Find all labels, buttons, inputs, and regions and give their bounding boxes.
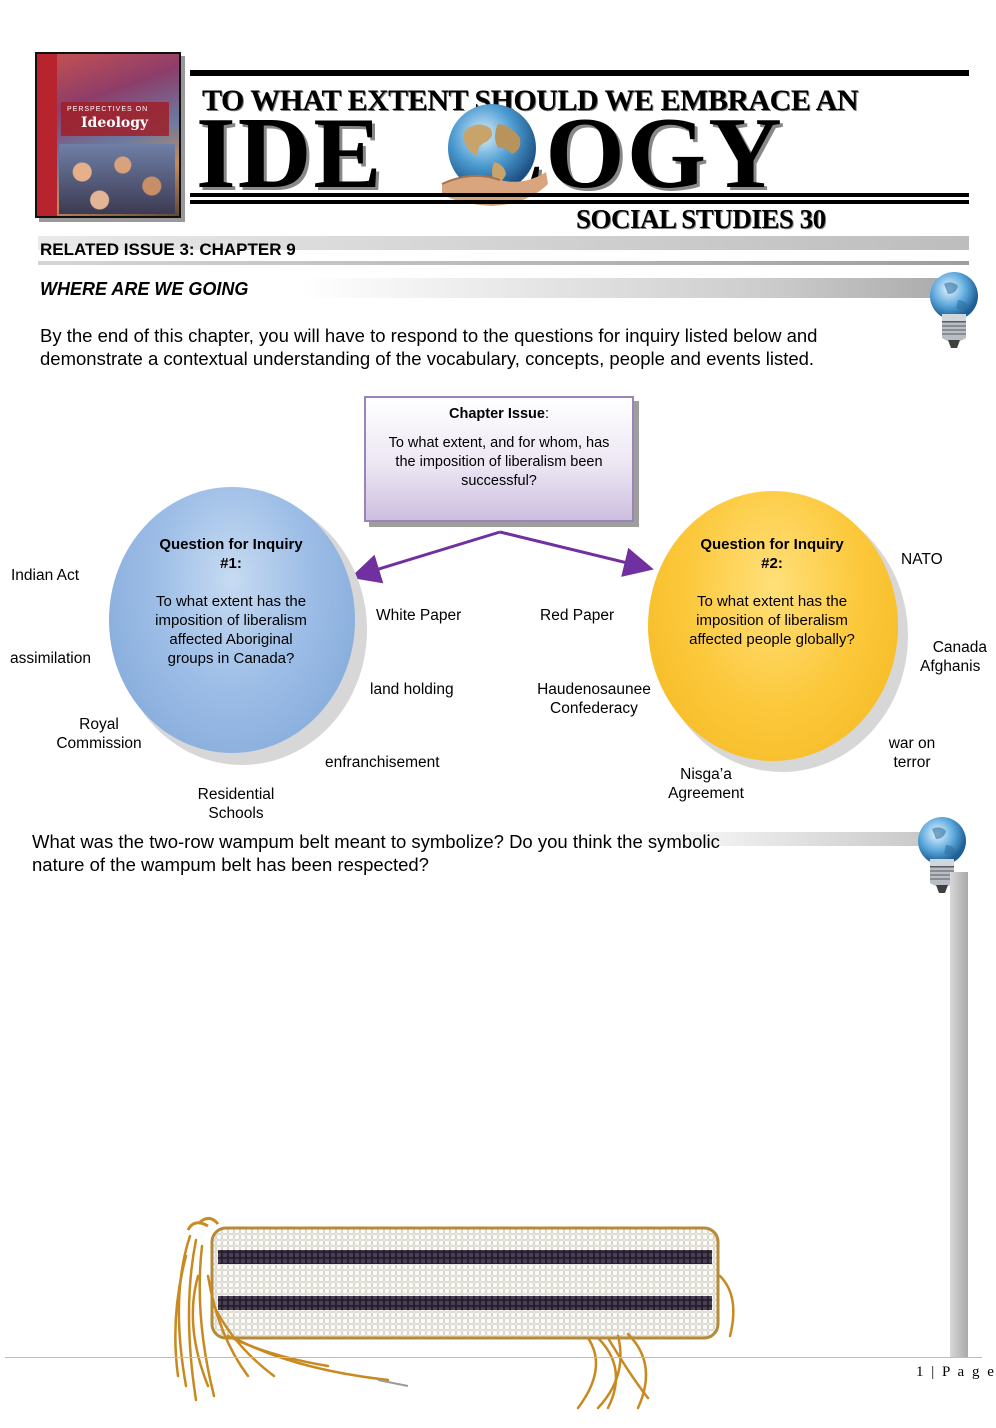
term-nato: NATO: [901, 551, 943, 568]
term-nisgaa-line-2: Agreement: [668, 785, 744, 802]
course-title: SOCIAL STUDIES 30: [576, 204, 826, 234]
chapter-issue-colon: :: [544, 406, 549, 422]
term-canada-afghanistan: Canada Afghanis: [920, 638, 987, 676]
arrow-to-inquiry-1: [350, 530, 501, 584]
term-residential-schools-line-2: Schools: [208, 805, 264, 822]
where-are-we-going-heading: WHERE ARE WE GOING: [40, 279, 249, 299]
cover-title-block: PERSPECTIVES ON Ideology: [61, 102, 169, 136]
term-royal-commission-line-1: Royal: [79, 716, 119, 733]
wampum-question: What was the two-row wampum belt meant t…: [32, 831, 720, 875]
arrow-to-inquiry-2: [499, 530, 654, 577]
term-war-line-1: war on: [888, 735, 936, 752]
chapter-issue-text: To what extent, and for whom, has the im…: [388, 435, 610, 489]
header-rule-top: [190, 70, 969, 76]
term-war-line-2: terror: [893, 754, 931, 771]
term-royal-commission-line-2: Commission: [56, 735, 142, 752]
term-indian-act: Indian Act: [11, 567, 80, 584]
term-land-holding: land holding: [370, 681, 454, 698]
cover-spine: [37, 54, 57, 216]
section-bar: [38, 236, 969, 250]
term-war-on-terror: war on terror: [880, 734, 944, 772]
globe-in-hands-icon: [441, 104, 548, 206]
term-assimilation: assimilation: [10, 650, 91, 667]
header-rule-bottom-2: [190, 200, 969, 204]
inquiry-2-circle: [648, 491, 898, 761]
chapter-issue-label: Chapter Issue: [449, 406, 545, 422]
section-bar-underline: [38, 261, 969, 265]
header-question-line: TO WHAT EXTENT SHOULD WE EMBRACE AN: [202, 84, 859, 117]
chapter-issue-title: Chapter Issue:: [366, 405, 632, 424]
inquiry-2-heading: Question for Inquiry #2:: [700, 536, 844, 572]
term-canada-line-1: Canada: [932, 639, 987, 656]
intro-paragraph: By the end of this chapter, you will hav…: [40, 325, 818, 369]
related-issue-heading: RELATED ISSUE 3: CHAPTER 9: [40, 240, 296, 259]
term-white-paper: White Paper: [376, 607, 462, 624]
term-royal-commission: Royal Commission: [50, 715, 148, 753]
inquiry-1-heading: Question for Inquiry #1:: [159, 536, 303, 572]
question-bar: [640, 832, 922, 846]
ideology-left: IDE: [196, 97, 384, 210]
term-residential-schools: Residential Schools: [186, 785, 286, 823]
term-nisgaa-agreement: Nisga’a Agreement: [660, 765, 752, 803]
inquiry-1-question: To what extent has the imposition of lib…: [155, 593, 307, 667]
header-rule-bottom-1: [190, 193, 969, 197]
page-number: 1 | P a g e: [916, 1364, 996, 1380]
cover-photo-crowd: [59, 144, 175, 214]
term-canada-line-2: Afghanis: [920, 658, 981, 675]
textbook-cover-image: PERSPECTIVES ON Ideology: [35, 52, 181, 218]
two-row-wampum-belt-image: [174, 1217, 735, 1410]
cover-title: Ideology: [81, 115, 149, 131]
side-decorative-bar: [950, 872, 968, 1358]
term-red-paper: Red Paper: [540, 607, 615, 624]
subheading-bar: [300, 278, 960, 298]
term-nisgaa-line-1: Nisga’a: [680, 766, 732, 783]
footer-rule: [5, 1357, 982, 1358]
inquiry-1-circle: [109, 487, 355, 753]
term-residential-schools-line-1: Residential: [197, 786, 275, 803]
lightbulb-icon: [930, 272, 978, 348]
chapter-issue-box: Chapter Issue: To what extent, and for w…: [364, 396, 634, 522]
cover-series: PERSPECTIVES ON: [67, 106, 149, 113]
issue-arrows-diagram: [350, 530, 654, 584]
term-haudenosaunee-line-1: Haudenosaunee: [537, 681, 651, 698]
term-enfranchisement: enfranchisement: [325, 754, 440, 771]
lightbulb-icon: [918, 817, 966, 893]
inquiry-2-question: To what extent has the imposition of lib…: [689, 593, 855, 648]
term-haudenosaunee-confederacy: Haudenosaunee Confederacy: [530, 680, 658, 718]
term-haudenosaunee-line-2: Confederacy: [550, 700, 638, 717]
